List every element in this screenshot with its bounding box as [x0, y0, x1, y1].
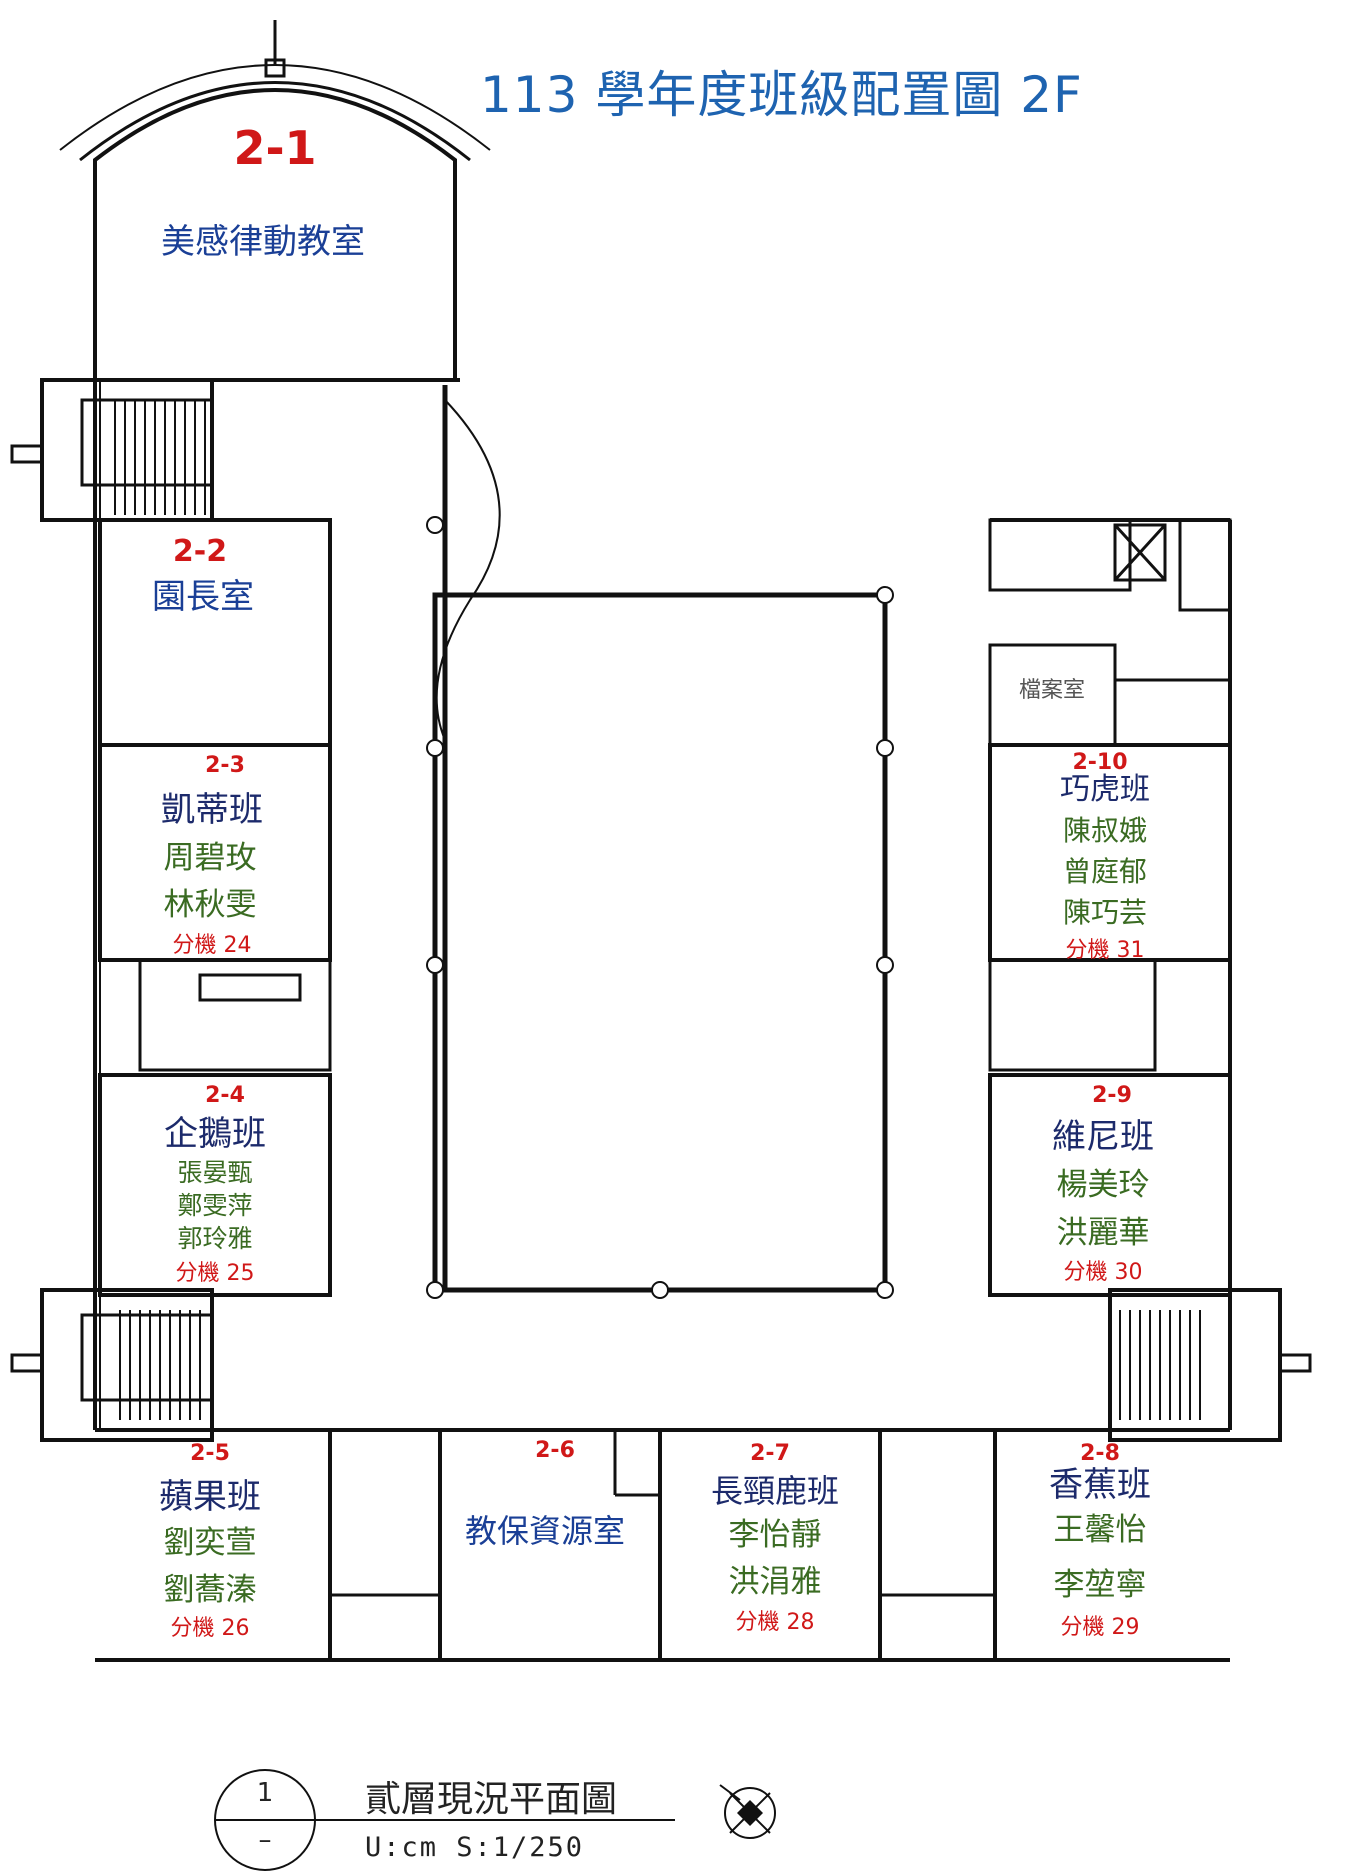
room-number-2-6: 2-6	[535, 1438, 575, 1463]
teacher-2-3-a: 周碧玫	[163, 840, 257, 876]
teacher-2-3-b: 林秋雯	[163, 887, 257, 923]
room-2-4-outline	[98, 1073, 332, 1297]
teacher-2-4-b: 鄭雯萍	[177, 1191, 253, 1220]
room-name-2-6: 教保資源室	[464, 1512, 626, 1550]
teacher-2-9-a: 楊美玲	[1056, 1167, 1150, 1203]
extension-2-3: 分機 24	[172, 933, 252, 958]
teacher-2-5-a: 劉奕萱	[163, 1525, 257, 1561]
teacher-2-8-b: 李堃寧	[1053, 1567, 1147, 1603]
class-name-2-10: 巧虎班	[1060, 772, 1150, 807]
teacher-2-4-a: 張晏甄	[177, 1158, 253, 1187]
room-name-2-1: 美感律動教室	[161, 222, 365, 262]
page-title: 113 學年度班級配置圖 2F	[480, 66, 1083, 124]
class-name-2-9: 維尼班	[1052, 1117, 1154, 1157]
room-number-2-3: 2-3	[205, 753, 245, 778]
teacher-2-10-a: 陳叔娥	[1062, 814, 1148, 847]
teacher-2-7-b: 洪涓雅	[728, 1564, 822, 1600]
north-arrow-icon	[724, 1787, 776, 1839]
room-number-2-8: 2-8	[1080, 1441, 1120, 1466]
class-name-2-8: 香蕉班	[1049, 1465, 1151, 1505]
room-number-2-10: 2-10	[1072, 750, 1128, 775]
teacher-2-9-b: 洪麗華	[1056, 1215, 1150, 1251]
room-number-2-7: 2-7	[750, 1441, 790, 1466]
teacher-2-4-c: 郭玲雅	[177, 1224, 253, 1253]
room-name-2-2: 園長室	[152, 577, 254, 617]
room-number-2-9: 2-9	[1092, 1083, 1132, 1108]
teacher-2-8-a: 王馨怡	[1053, 1512, 1147, 1548]
room-number-2-5: 2-5	[190, 1441, 230, 1466]
extension-2-5: 分機 26	[170, 1616, 250, 1641]
extension-2-7: 分機 28	[735, 1610, 815, 1635]
courtyard	[432, 592, 888, 1293]
room-number-2-1: 2-1	[233, 121, 317, 175]
plan-title: 貳層現況平面圖	[365, 1779, 618, 1820]
section-dash: –	[258, 1825, 272, 1855]
scale-label: U:cm S:1/250	[365, 1832, 585, 1863]
stairs-bottom-left	[40, 1288, 214, 1442]
teacher-2-5-b: 劉蕎溱	[163, 1572, 257, 1608]
extension-2-10: 分機 31	[1065, 938, 1145, 963]
teacher-2-7-a: 李怡靜	[728, 1517, 822, 1553]
archive-room-label: 檔案室	[1018, 678, 1086, 703]
class-name-2-7: 長頸鹿班	[710, 1472, 840, 1510]
room-number-2-2: 2-2	[172, 534, 228, 569]
class-name-2-4: 企鵝班	[164, 1114, 266, 1154]
teacher-2-10-b: 曾庭郁	[1062, 855, 1148, 888]
room-2-1-outline	[93, 88, 457, 380]
extension-2-8: 分機 29	[1060, 1615, 1140, 1640]
class-name-2-5: 蘋果班	[159, 1477, 261, 1517]
stairs-bottom-right	[1108, 1288, 1282, 1442]
teacher-2-10-c: 陳巧芸	[1062, 896, 1148, 929]
section-number: 1	[256, 1778, 274, 1808]
extension-2-4: 分機 25	[175, 1261, 255, 1286]
room-number-2-4: 2-4	[205, 1083, 245, 1108]
extension-2-9: 分機 30	[1063, 1260, 1143, 1285]
class-name-2-3: 凱蒂班	[161, 790, 263, 830]
